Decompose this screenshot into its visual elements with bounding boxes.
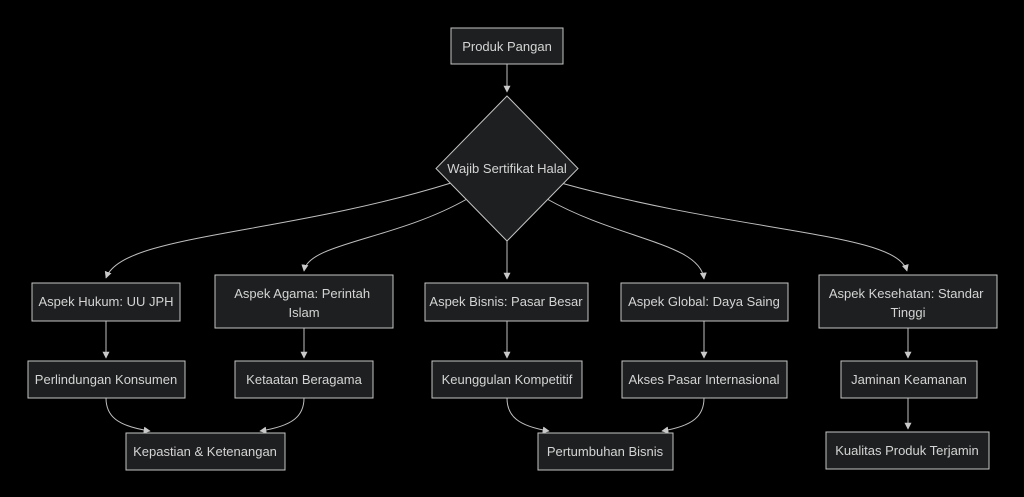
node-perlindungan-konsumen: Perlindungan Konsumen	[27, 360, 186, 399]
node-akses-pasar-internasional: Akses Pasar Internasional	[621, 360, 788, 399]
edge-wajib-to-agama	[301, 198, 468, 272]
edge-keunggulan-to-pertumbuhan	[506, 397, 550, 434]
svg-text:Aspek Kesehatan: Standar: Aspek Kesehatan: Standar Tinggi	[829, 286, 987, 320]
edge-perlindungan-to-kepastian	[105, 397, 151, 434]
node-aspek-bisnis: Aspek Bisnis: Pasar Besar	[424, 282, 589, 322]
node-kualitas-produk-terjamin: Kualitas Produk Terjamin	[825, 431, 990, 470]
node-aspek-kesehatan: Aspek Kesehatan: Standar Tinggi	[818, 274, 998, 329]
node-produk-pangan-label: Produk Pangan	[462, 39, 552, 54]
node-aspek-agama: Aspek Agama: Perintah Islam	[214, 274, 394, 329]
node-aspek-hukum: Aspek Hukum: UU JPH	[31, 282, 181, 322]
node-keunggulan-kompetitif: Keunggulan Kompetitif	[431, 360, 583, 399]
node-ketaatan-beragama: Ketaatan Beragama	[234, 360, 374, 399]
node-produk-pangan: Produk Pangan	[450, 27, 564, 65]
edge-wajib-to-hukum	[104, 182, 452, 279]
edge-ketaatan-to-kepastian	[259, 397, 305, 434]
node-kualitas-produk-terjamin-label: Kualitas Produk Terjamin	[835, 443, 979, 458]
node-kepastian-ketenangan-label: Kepastian & Ketenangan	[133, 444, 277, 459]
node-pertumbuhan-bisnis-label: Pertumbuhan Bisnis	[547, 444, 664, 459]
node-aspek-hukum-label: Aspek Hukum: UU JPH	[38, 294, 173, 309]
node-aspek-kesehatan-line2: Tinggi	[891, 305, 926, 320]
node-aspek-agama-line2: Islam	[288, 305, 319, 320]
node-aspek-global: Aspek Global: Daya Saing	[620, 282, 789, 322]
node-aspek-agama-line1: Aspek Agama: Perintah	[234, 286, 370, 301]
node-jaminan-keamanan: Jaminan Keamanan	[840, 360, 978, 399]
node-akses-pasar-internasional-label: Akses Pasar Internasional	[628, 372, 779, 387]
node-ketaatan-beragama-label: Ketaatan Beragama	[246, 372, 362, 387]
node-aspek-kesehatan-line1: Aspek Kesehatan: Standar	[829, 286, 984, 301]
node-perlindungan-konsumen-label: Perlindungan Konsumen	[35, 372, 177, 387]
node-wajib-sertifikat-halal-label: Wajib Sertifikat Halal	[447, 161, 567, 176]
svg-text:Aspek Agama: Perintah: Aspek Agama: Perintah Islam	[234, 286, 373, 320]
node-keunggulan-kompetitif-label: Keunggulan Kompetitif	[442, 372, 573, 387]
edge-akses-to-pertumbuhan	[661, 397, 705, 434]
node-kepastian-ketenangan: Kepastian & Ketenangan	[125, 432, 286, 471]
edge-wajib-to-kesehatan	[560, 182, 909, 272]
edge-layer	[102, 64, 912, 434]
node-aspek-bisnis-label: Aspek Bisnis: Pasar Besar	[429, 294, 583, 309]
node-pertumbuhan-bisnis: Pertumbuhan Bisnis	[537, 432, 674, 471]
edge-wajib-to-global	[546, 198, 707, 280]
node-wajib-sertifikat-halal: Wajib Sertifikat Halal	[435, 95, 579, 242]
node-aspek-global-label: Aspek Global: Daya Saing	[628, 294, 780, 309]
node-jaminan-keamanan-label: Jaminan Keamanan	[851, 372, 967, 387]
